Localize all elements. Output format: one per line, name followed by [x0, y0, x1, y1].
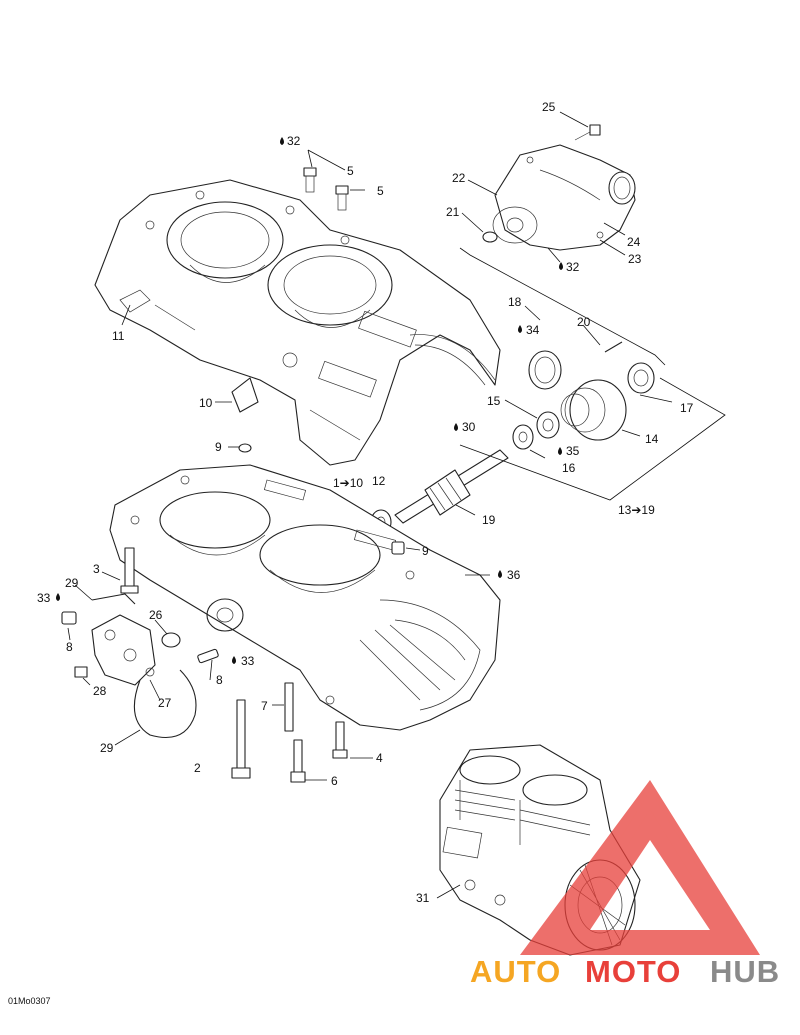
callout-31: 31 [416, 891, 430, 905]
oil-drop-icon [454, 423, 458, 431]
oil-drop-icon [232, 656, 236, 664]
oil-drop-icon [498, 570, 502, 578]
callout-20: 20 [577, 315, 591, 329]
bolt-4 [332, 721, 348, 759]
callout-10: 10 [199, 396, 213, 410]
callout-34: 34 [526, 323, 540, 337]
callout-18: 18 [508, 295, 522, 309]
bearing-15 [536, 411, 560, 439]
callout-5: 5 [347, 164, 354, 178]
callout-9: 9 [215, 440, 222, 454]
callout-23: 23 [628, 252, 642, 266]
callout-32: 32 [287, 134, 301, 148]
callout-12: 12 [372, 474, 386, 488]
callout-19: 19 [482, 513, 496, 527]
callout-33: 33 [241, 654, 255, 668]
bolt-6 [290, 739, 306, 783]
bearing-16 [512, 424, 534, 450]
dowel-9b [391, 541, 405, 555]
fitting-8b [197, 648, 219, 664]
callout-29: 29 [65, 576, 79, 590]
callout-5: 5 [377, 184, 384, 198]
callout-9: 9 [422, 544, 429, 558]
callout-29: 29 [100, 741, 114, 755]
fitting-8a [61, 611, 77, 625]
callout-17: 17 [680, 401, 694, 415]
callout-22: 22 [452, 171, 466, 185]
callout-25: 25 [542, 100, 556, 114]
watermark-logo [520, 780, 760, 955]
callout-30: 30 [462, 420, 476, 434]
watermark-moto: MOTO [585, 954, 681, 989]
bolt-5b [335, 185, 349, 211]
screw-28 [74, 666, 88, 678]
watermark-auto: AUTO [470, 954, 561, 989]
oil-drop-icon [559, 262, 563, 270]
callout-36: 36 [507, 568, 521, 582]
upper-crankcase [94, 179, 501, 466]
lower-crankcase [109, 464, 501, 731]
triangle-logo-icon [520, 780, 760, 955]
bolt-25 [574, 124, 601, 141]
leader-lines [67, 111, 673, 899]
callout-2: 2 [194, 761, 201, 775]
callout-13-to-19: 13➔19 [618, 503, 655, 517]
oil-drop-icons [56, 137, 563, 664]
callout-7: 7 [261, 699, 268, 713]
oil-drop-icon [280, 137, 284, 145]
callout-8: 8 [216, 673, 223, 687]
seal-26 [161, 632, 181, 648]
oil-drop-icon [518, 325, 522, 333]
callout-11: 11 [112, 329, 125, 343]
callout-32: 32 [566, 260, 580, 274]
callout-33: 33 [37, 591, 51, 605]
stud-7 [284, 682, 294, 732]
oil-pump-27 [91, 614, 156, 686]
callout-1-to-10: 1➔10 [333, 476, 363, 490]
callout-35: 35 [566, 444, 580, 458]
seal-10 [231, 377, 259, 413]
cap-17 [627, 362, 655, 394]
water-pump-housing [482, 144, 636, 251]
callout-14: 14 [645, 432, 659, 446]
oil-drop-icon [56, 593, 60, 601]
callout-16: 16 [562, 461, 576, 475]
callout-labels: 25 32 5 5 22 21 24 23 32 11 18 20 34 10 … [37, 100, 694, 905]
stud-3 [120, 547, 139, 594]
callout-26: 26 [149, 608, 163, 622]
pin-20 [604, 341, 623, 353]
callout-4: 4 [376, 751, 383, 765]
oil-drop-icon [558, 447, 562, 455]
watermark-hub: HUB [710, 954, 780, 989]
seal-18 [528, 350, 562, 390]
figure-code: 01Mo0307 [8, 996, 51, 1006]
watermark-text: AUTO MOTO HUB [470, 954, 780, 989]
bolt-2 [231, 699, 251, 779]
bolt-5a [303, 167, 317, 193]
gear-housing-14 [560, 379, 627, 441]
dowel-9a [238, 443, 252, 453]
callout-6: 6 [331, 774, 338, 788]
callout-8: 8 [66, 640, 73, 654]
callout-28: 28 [93, 684, 107, 698]
callout-21: 21 [446, 205, 460, 219]
callout-24: 24 [627, 235, 641, 249]
callout-3: 3 [93, 562, 100, 576]
callout-27: 27 [158, 696, 172, 710]
oil-line-29 [91, 593, 197, 739]
callout-15: 15 [487, 394, 501, 408]
